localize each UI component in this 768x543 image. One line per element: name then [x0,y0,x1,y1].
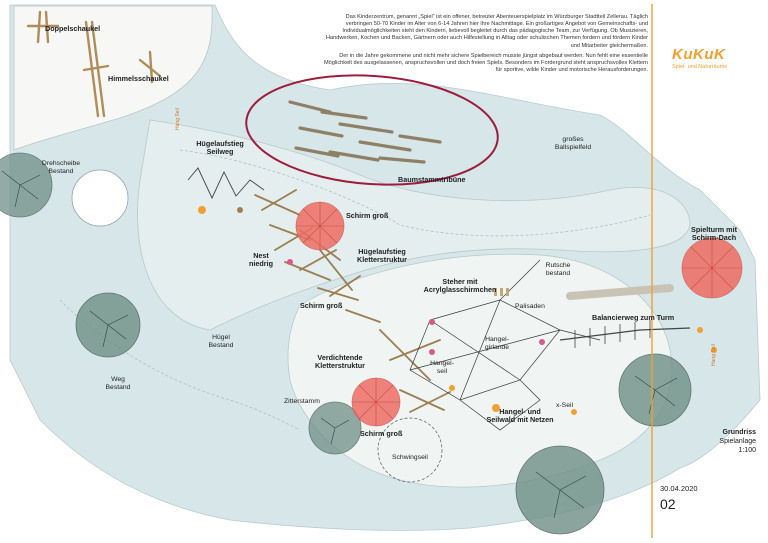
umbrella-top [295,201,345,251]
label-xseil: x-Seil [556,402,573,409]
label-verdichtende: Verdichtende Kletterstruktur [306,353,374,371]
label-ballspielfeld-line1: großes [562,136,584,143]
label-drehscheibe-line1: Drehscheibe [41,160,81,167]
label-drehscheibe-line2: Bestand [48,167,74,175]
label-vertical-1: Hang Seil [175,108,181,130]
label-zitterstamm: Zitterstamm [284,398,320,405]
schwingseil-circle [377,417,443,483]
post-markers [198,206,717,415]
label-vertical-2: Hang Seil [711,344,717,366]
label-steher-line2: Acrylglasschirmchen [423,285,497,295]
label-steher-line1: Steher mit [442,277,478,286]
label-schirm-gross-top: Schirm groß [346,211,389,220]
mound-lower [287,253,673,488]
umbrella-bottom [351,377,401,427]
label-hangelseil-line1: Hangel- [430,360,454,367]
label-drehscheibe: Drehscheibe Bestand [37,160,85,176]
label-baumstammtribuene: Baumstammtribüne [398,175,466,184]
umbrella-tower [681,237,743,299]
mound-central [137,119,691,331]
label-verdichtende-line2: Kletterstruktur [315,361,365,371]
label-steher: Steher mit Acrylglasschirmchen [412,277,508,295]
label-ballspielfeld: großes Ballspielfeld [538,136,608,152]
label-hangel-seilwald-line1: Hangel- und [499,407,541,416]
label-spielturm-line2: Schirm-Dach [691,233,737,243]
contour-line [59,299,301,431]
label-hangelgirlande: Hangel- girlande [474,336,520,352]
label-huegelaufstieg-seilweg-line1: Hügelaufstieg [196,139,244,148]
slide [566,284,674,300]
seilweg-path [187,167,265,200]
title-block: Grundriss Spielanlage 1:100 [660,428,756,455]
label-hangel-seilwald-line2: Seilwald mit Netzen [486,415,554,425]
highlight-outline [245,74,499,186]
label-schirm-gross-mid: Schirm groß [300,301,343,310]
palisade-posts [494,288,509,296]
label-ballspielfeld-line2: Ballspielfeld [554,143,592,151]
label-palisaden: Palisaden [515,303,545,310]
swing-area [13,5,213,151]
title-line-3: 1:100 [738,447,756,455]
label-rutsche-line1: Rutsche [545,262,571,269]
label-verdichtende-line1: Verdichtende [317,353,363,362]
intro-paragraph-2: Der in die Jahre gekommene und nicht meh… [324,52,648,74]
balancing-slats [574,320,651,348]
label-huegel-bestand: Hügel Bestand [196,334,246,350]
log-tribune [288,100,442,164]
label-weg-line2: Bestand [105,383,131,391]
contour-line [179,149,651,237]
label-spielturm-line1: Spielturm mit [691,225,737,234]
label-rutsche: Rutsche bestand [536,262,580,278]
swing-frames [26,10,162,118]
logo-subtitle: Spiel- und Naturräume [672,64,728,70]
label-balancierweg: Balancierweg zum Turm [592,313,675,322]
title-line-2: Spielanlage [719,438,756,446]
label-rutsche-line2: bestand [545,269,571,277]
label-nest-line1: Nest [253,251,269,260]
sheet-number: 02 [660,496,676,512]
logo-word: KuKuK [672,46,726,63]
label-huegelaufstieg-kletter-line2: Kletterstruktur [357,255,407,265]
label-hangelgirlande-line1: Hangel- [485,336,509,343]
label-hangelseil-line2: seil [436,367,448,375]
label-huegelaufstieg-kletter-line1: Hügelaufstieg [358,247,406,256]
plan-date: 30.04.2020 [660,484,698,493]
label-weg-line1: Weg [111,376,125,383]
intro-text: Das Kinderzentrum, genannt „Spiel“ ist e… [318,14,648,77]
tree-branches [1,170,678,519]
label-huegel-bestand-line1: Hügel [212,334,230,341]
label-weg: Weg Bestand [98,376,138,392]
label-spielturm: Spielturm mit Schirm-Dach [676,225,752,243]
title-line-1: Grundriss [722,429,756,436]
label-doppelschaukel: Doppelschaukel [45,24,101,33]
intro-paragraph-1: Das Kinderzentrum, genannt „Spiel“ ist e… [325,14,648,49]
label-hangelgirlande-line2: girlande [484,343,510,351]
label-nest-line2: niedrig [249,259,273,269]
label-himmelsschaukel: Himmelsschaukel [108,74,169,83]
label-schwingseil: Schwingseil [392,454,428,461]
drehscheibe-circle [71,169,129,227]
label-hangel-seilwald: Hangel- und Seilwald mit Netzen [470,407,570,425]
label-huegelaufstieg-kletter: Hügelaufstieg Kletterstruktur [346,247,418,265]
label-hangelseil: Hangel- seil [422,360,462,376]
label-nest: Nest niedrig [244,251,278,269]
label-schirm-gross-bottom: Schirm groß [360,429,403,438]
logo: KuKuK Spiel- und Naturräume [672,46,727,70]
label-huegelaufstieg-seilweg-line2: Seilweg [206,147,234,157]
label-huegelaufstieg-seilweg: Hügelaufstieg Seilweg [190,139,250,157]
label-huegel-bestand-line2: Bestand [208,341,234,349]
